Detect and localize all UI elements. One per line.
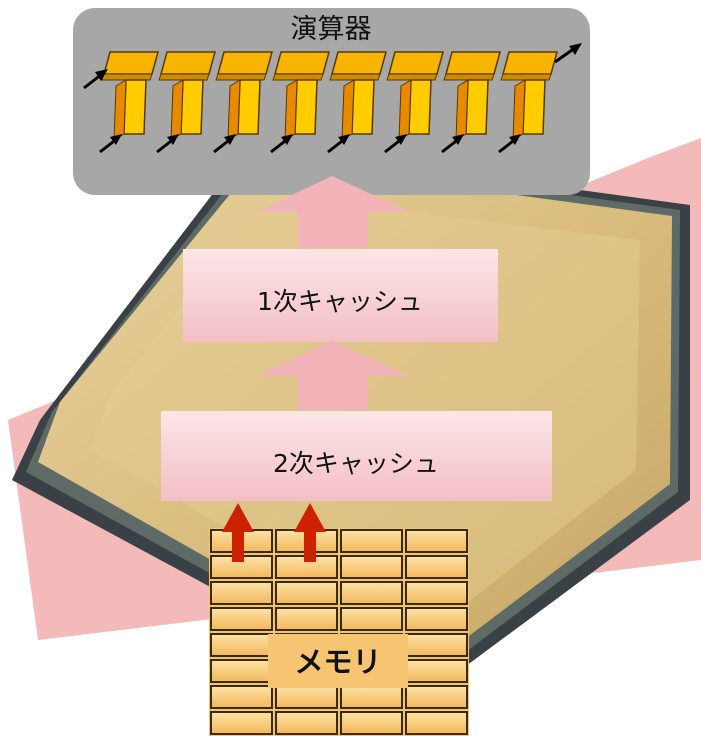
memory-cell — [340, 581, 403, 605]
memory-to-l2-arrows — [222, 503, 326, 562]
memory-cell — [210, 685, 273, 709]
memory-cell — [405, 555, 468, 579]
l1-cache-label: 1次キャッシュ — [257, 287, 423, 316]
memory-cell — [275, 581, 338, 605]
alu-label: 演算器 — [291, 14, 372, 45]
alu-pipeline — [83, 43, 582, 154]
memory-cell — [405, 633, 468, 657]
memory-cell — [405, 685, 468, 709]
l2-cache-box — [161, 411, 552, 501]
memory-cell — [210, 711, 273, 735]
memory-cell — [340, 711, 403, 735]
memory-cell — [340, 607, 403, 631]
pipeline-stage — [213, 51, 273, 154]
pipeline-stage — [441, 51, 501, 154]
memory-cell — [275, 607, 338, 631]
memory-up-arrow — [222, 503, 254, 562]
memory-cell — [210, 607, 273, 631]
memory-cell — [340, 555, 403, 579]
pipeline-output-arrow — [554, 43, 582, 64]
memory-cell — [340, 529, 403, 553]
memory-cell — [275, 711, 338, 735]
memory-cell — [340, 685, 403, 709]
memory-cell — [210, 581, 273, 605]
memory-cell — [210, 633, 273, 657]
up-arrow-to-alu — [256, 176, 410, 248]
memory-block: メモリ — [209, 528, 469, 736]
up-arrow-to-l1 — [256, 341, 410, 410]
memory-up-arrow — [294, 503, 326, 562]
pipeline-stage — [156, 51, 216, 154]
pipeline-stage — [384, 51, 444, 154]
pipeline-input-arrow — [83, 69, 108, 90]
memory-label: メモリ — [294, 645, 381, 679]
memory-cell — [405, 529, 468, 553]
l1-cache-box — [183, 249, 498, 342]
pipeline-stage — [498, 51, 558, 154]
pipeline-stage — [327, 51, 387, 154]
memory-cell — [210, 659, 273, 683]
l2-cache-label: 2次キャッシュ — [273, 449, 439, 478]
memory-cell — [405, 607, 468, 631]
memory-cell — [275, 685, 338, 709]
memory-cell — [405, 711, 468, 735]
pipeline-stage — [270, 51, 330, 154]
pipeline-stage — [99, 51, 159, 154]
memory-cell — [405, 581, 468, 605]
memory-cell — [405, 659, 468, 683]
